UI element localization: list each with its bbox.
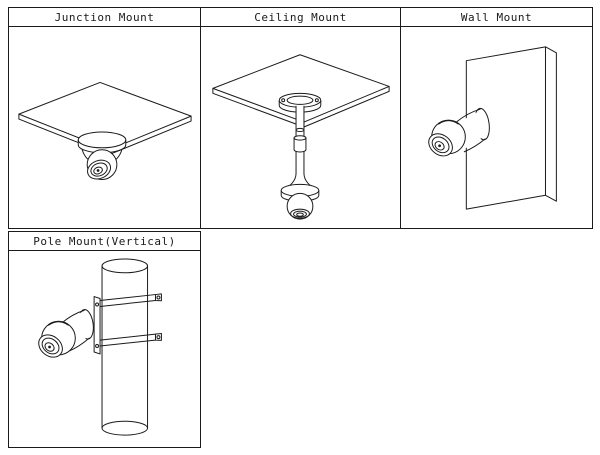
dome-camera: [38, 309, 94, 358]
ceiling-mount-panel: [200, 26, 401, 229]
drop-rod: [293, 105, 307, 175]
wall-side-face: [544, 46, 557, 202]
junction-mount-title: Junction Mount: [8, 7, 201, 27]
pole-mount-vertical-drawing: [38, 258, 162, 436]
wall-mount-drawing: [428, 46, 557, 210]
pole-bottom-cap: [101, 420, 149, 436]
pole-mount-panel: [8, 250, 201, 448]
pole-clamps: [93, 293, 162, 355]
wall-mount-title: Wall Mount: [400, 7, 593, 27]
wall-mount-panel: [400, 26, 593, 229]
pole: [101, 258, 149, 436]
junction-mount-drawing: [18, 81, 192, 180]
dome-camera: [428, 107, 490, 157]
ceiling-mount-title: Ceiling Mount: [200, 7, 401, 27]
pole-top-cap: [101, 258, 149, 274]
dome-camera: [77, 131, 127, 180]
camera-lens: [44, 342, 55, 352]
camera-lens: [93, 166, 103, 175]
dome-camera: [280, 173, 320, 220]
junction-mount-panel: [8, 26, 201, 229]
clamp-band-top: [99, 294, 156, 307]
camera-lens: [296, 212, 304, 217]
clamp-band-bottom: [99, 333, 156, 347]
camera-base: [77, 131, 127, 149]
ceiling-mount-drawing: [212, 54, 390, 220]
wall: [465, 46, 557, 210]
camera-lens: [434, 141, 445, 151]
pole-mount-title: Pole Mount(Vertical): [8, 231, 201, 251]
mount-bracket: [93, 296, 101, 355]
